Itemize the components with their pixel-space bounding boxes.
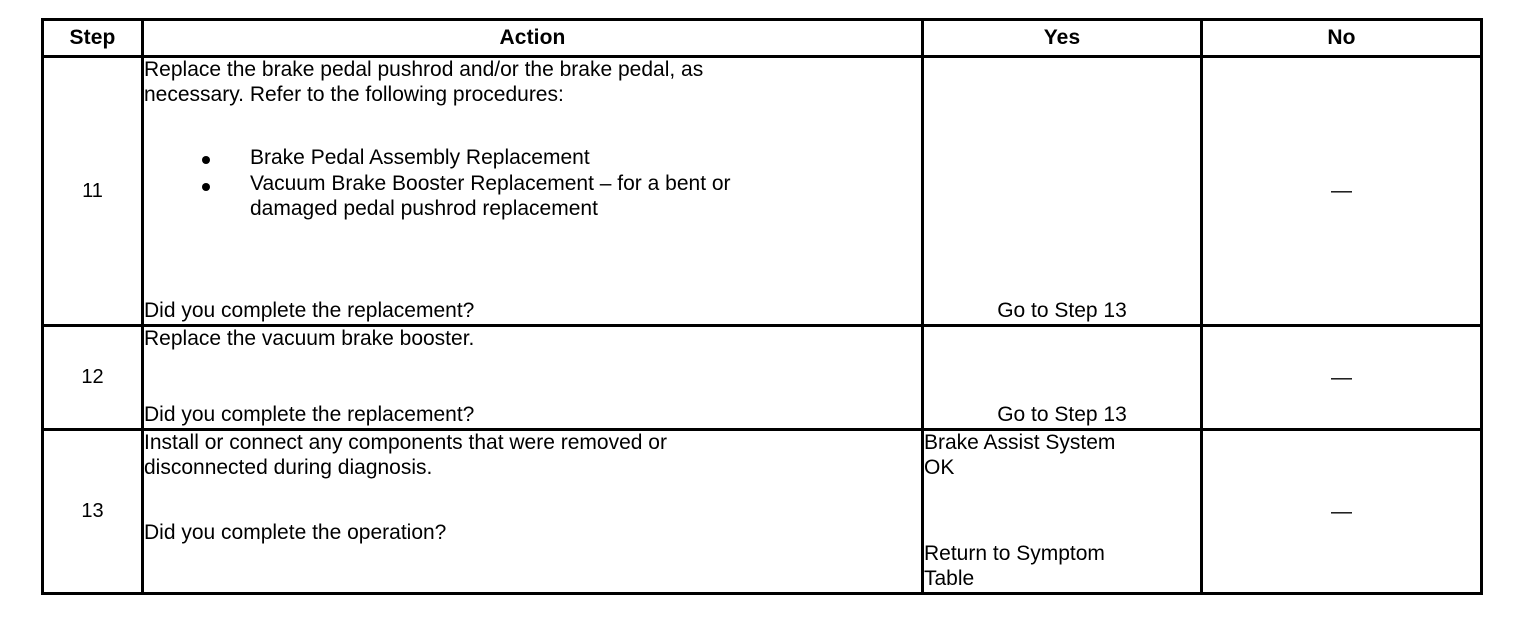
bullet-dot-icon: [202, 156, 210, 165]
action-question: Did you complete the operation?: [144, 520, 447, 544]
action-flex-spacer: [144, 352, 921, 403]
bullet-line-1: Vacuum Brake Booster Replacement – for a…: [250, 172, 731, 196]
table-row: 11 Replace the brake pedal pushrod and/o…: [41, 55, 1483, 327]
action-flex-spacer: [144, 224, 921, 299]
action-cell: Replace the brake pedal pushrod and/or t…: [141, 55, 924, 327]
action-cell: Replace the vacuum brake booster. Did yo…: [141, 324, 924, 431]
list-item: Vacuum Brake Booster Replacement – for a…: [144, 172, 921, 222]
table-header-row: Step Action Yes No: [41, 18, 1483, 58]
action-lead-line-1: Replace the brake pedal pushrod and/or t…: [144, 58, 704, 81]
action-bullet-list: Brake Pedal Assembly Replacement Vacuum …: [144, 146, 921, 224]
action-question: Did you complete the replacement?: [144, 299, 475, 323]
column-header-yes: Yes: [921, 18, 1203, 58]
table-header: Step Action Yes No: [41, 18, 1483, 58]
yes-primary-line-1: Brake Assist System: [924, 431, 1116, 454]
no-result-text: —: [1331, 499, 1352, 523]
action-question: Did you complete the replacement?: [144, 403, 475, 427]
action-lead-text: Replace the vacuum brake booster.: [144, 327, 921, 352]
yes-flex-spacer: [924, 58, 1200, 299]
no-result-text: —: [1331, 365, 1352, 389]
action-lead-line-2: disconnected during diagnosis.: [144, 455, 433, 479]
yes-secondary-line-2: Table: [924, 567, 975, 591]
action-lead-line-1: Install or connect any components that w…: [144, 431, 667, 454]
no-cell: —: [1200, 55, 1483, 327]
column-header-no: No: [1200, 18, 1483, 58]
yes-cell: Brake Assist System OK Return to Symptom…: [921, 428, 1203, 595]
yes-result-primary: Brake Assist System OK: [924, 431, 1200, 481]
step-number-cell: 11: [41, 55, 144, 327]
no-cell: —: [1200, 428, 1483, 595]
action-lead-text: Install or connect any components that w…: [144, 431, 921, 481]
step-number: 12: [81, 366, 104, 388]
yes-flex-spacer: [924, 327, 1200, 403]
bullet-dot-icon: [202, 182, 210, 191]
step-number: 13: [81, 500, 104, 522]
bullet-line-2: damaged pedal pushrod replacement: [250, 197, 598, 221]
action-lead-text: Replace the brake pedal pushrod and/or t…: [144, 58, 921, 108]
yes-cell: Go to Step 13: [921, 324, 1203, 431]
table-row: 13 Install or connect any components tha…: [41, 428, 1483, 595]
table-body: 11 Replace the brake pedal pushrod and/o…: [41, 55, 1483, 595]
diagnostic-step-table: Step Action Yes No 11 Replace the brake …: [41, 18, 1483, 595]
bullet-line-1: Brake Pedal Assembly Replacement: [250, 145, 590, 169]
list-item: Brake Pedal Assembly Replacement: [144, 146, 921, 171]
action-lead-line-2: necessary. Refer to the following proced…: [144, 82, 564, 106]
column-header-action: Action: [141, 18, 924, 58]
yes-secondary-line-1: Return to Symptom: [924, 542, 1105, 566]
action-lead-line-1: Replace the vacuum brake booster.: [144, 327, 475, 350]
action-cell: Install or connect any components that w…: [141, 428, 924, 595]
no-cell: —: [1200, 324, 1483, 431]
yes-result-text: Go to Step 13: [997, 403, 1127, 427]
yes-primary-line-2: OK: [924, 455, 955, 479]
bullet-text: Vacuum Brake Booster Replacement – for a…: [250, 172, 921, 222]
step-number-cell: 12: [41, 324, 144, 431]
yes-cell: Go to Step 13: [921, 55, 1203, 327]
column-header-step: Step: [41, 18, 144, 58]
table-row: 12 Replace the vacuum brake booster. Did…: [41, 324, 1483, 431]
action-gap-spacer: [144, 481, 921, 521]
yes-flex-spacer: [924, 481, 1200, 543]
bullet-text: Brake Pedal Assembly Replacement: [250, 146, 921, 171]
step-number: 11: [82, 179, 103, 202]
yes-result-text: Go to Step 13: [997, 299, 1127, 323]
action-flex-spacer: [144, 545, 921, 592]
step-number-cell: 13: [41, 428, 144, 595]
yes-result-secondary: Return to Symptom Table: [924, 542, 1200, 592]
no-result-text: —: [1331, 179, 1352, 202]
action-gap-spacer: [144, 108, 921, 146]
